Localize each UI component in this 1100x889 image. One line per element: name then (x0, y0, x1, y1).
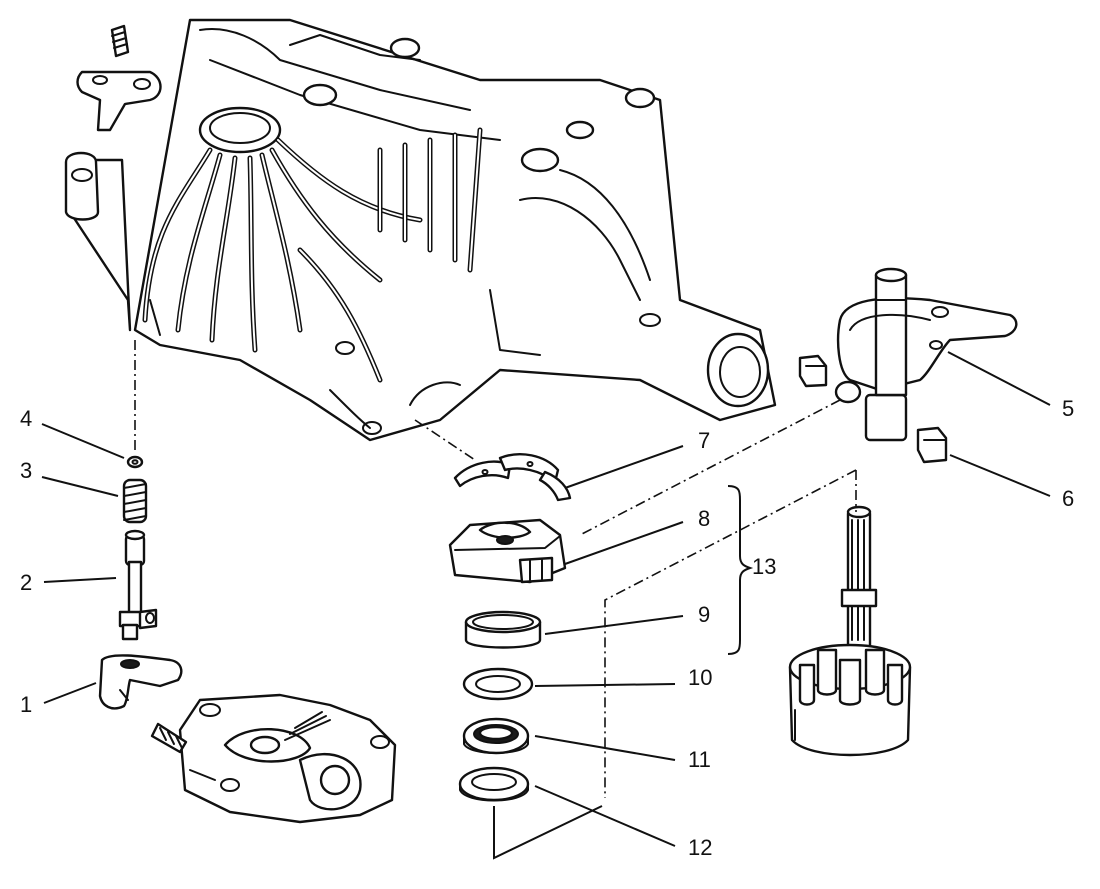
leader-1 (43, 682, 97, 704)
leader-3 (41, 476, 119, 497)
callout-labels: 1 2 3 4 5 6 7 8 9 10 11 12 13 (20, 396, 1074, 860)
leader-12 (534, 785, 676, 847)
top-screw (110, 24, 130, 58)
thrust-bearing-part-7 (453, 453, 572, 502)
center-line-bearing (414, 419, 476, 461)
callout-9: 9 (698, 602, 710, 627)
leader-12-fork (493, 805, 603, 860)
washer-part-4 (126, 455, 144, 469)
yoke-part-1 (98, 654, 183, 710)
ring-part-9 (464, 610, 542, 649)
leader-2 (43, 577, 117, 583)
leader-9 (544, 615, 684, 635)
charge-pump-housing (150, 693, 397, 824)
spring-part-3 (122, 478, 148, 524)
callout-2: 2 (20, 570, 32, 595)
callout-1: 1 (20, 692, 32, 717)
leader-5 (947, 351, 1051, 406)
callout-5: 5 (1062, 396, 1074, 421)
leader-lines (41, 351, 1051, 860)
slider-block-part-6 (916, 426, 948, 464)
bracket-13 (727, 485, 754, 655)
swashplate-part-8 (448, 518, 567, 584)
thrust-washer-part-12 (458, 766, 530, 802)
center-line-shaft-long (604, 469, 857, 798)
control-arm-plate (76, 70, 162, 132)
leader-11 (534, 735, 676, 761)
callout-10: 10 (688, 665, 712, 690)
leader-4 (41, 423, 125, 459)
control-arm-part-5 (834, 267, 1018, 442)
leader-6 (949, 454, 1051, 497)
seal-part-11 (462, 717, 530, 755)
callout-3: 3 (20, 458, 32, 483)
slider-block-upper (798, 354, 828, 388)
callout-8: 8 (698, 506, 710, 531)
callout-12: 12 (688, 835, 712, 860)
shaft-part-2 (118, 529, 158, 641)
washer-part-10 (462, 667, 534, 701)
transaxle-housing (64, 18, 777, 442)
callout-4: 4 (20, 406, 32, 431)
callout-6: 6 (1062, 486, 1074, 511)
center-line-control (579, 399, 841, 536)
cylinder-block-assembly (788, 505, 912, 757)
callout-7: 7 (698, 428, 710, 453)
callout-11: 11 (688, 747, 711, 772)
leader-8 (564, 521, 684, 565)
callout-13: 13 (752, 554, 776, 579)
leader-7 (564, 445, 684, 489)
leader-10 (534, 683, 676, 687)
